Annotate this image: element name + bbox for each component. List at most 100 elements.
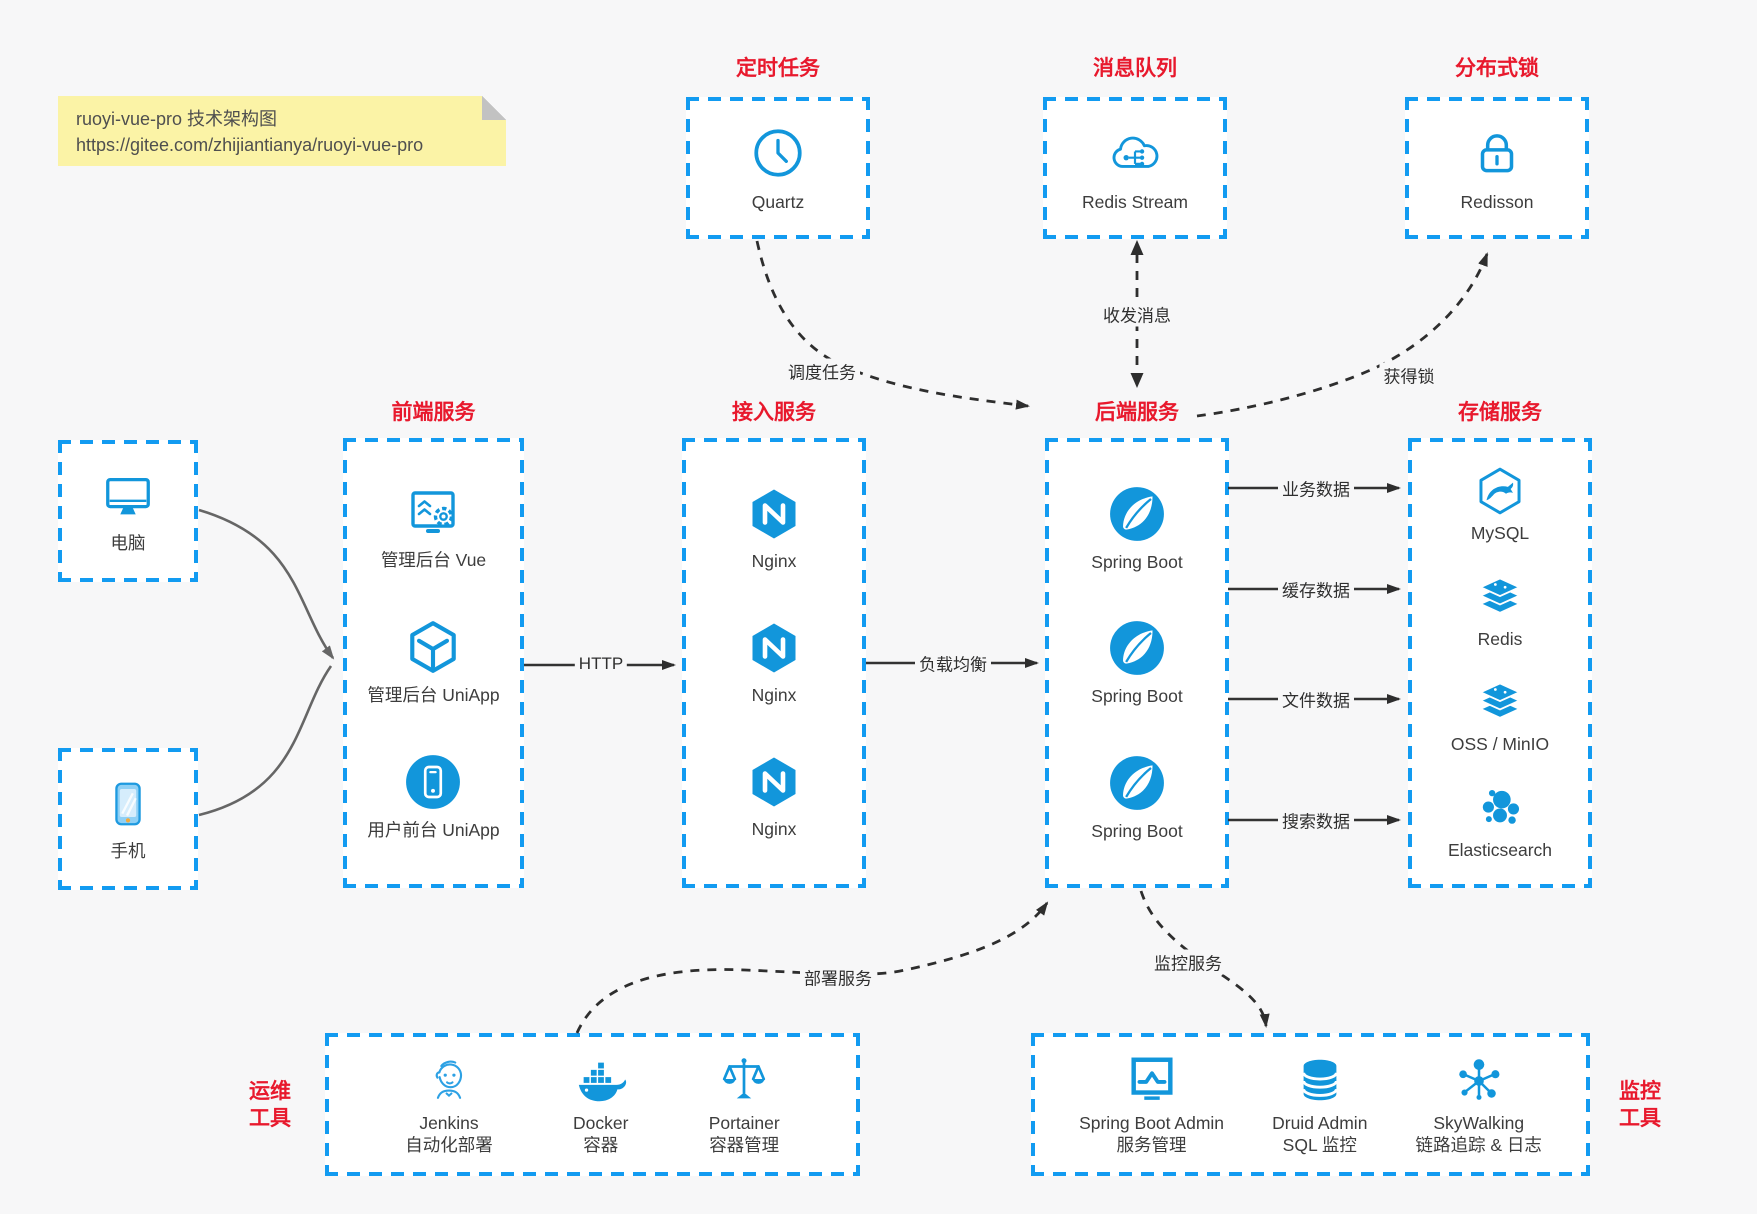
box-scheduled-task: Quartz <box>686 97 870 239</box>
mysql-icon <box>1479 467 1521 515</box>
box-frontend-services: 管理后台 Vue 管理后台 UniApp 用户前台 UniApp <box>343 438 524 888</box>
nginx-icon <box>752 489 796 539</box>
node-docker: Docker 容器 <box>573 1053 628 1156</box>
side-label-ops-tools: 运维 工具 <box>230 1078 310 1132</box>
elasticsearch-icon <box>1482 790 1520 824</box>
node-label-user-uniapp: 用户前台 UniApp <box>367 820 500 840</box>
message-arrowhead-up <box>1130 240 1144 255</box>
node-label-redisson: Redisson <box>1460 191 1534 212</box>
edge-label-cache-data: 缓存数据 <box>1278 576 1354 602</box>
node-portainer: Portainer 容器管理 <box>709 1053 780 1156</box>
group-title-gateway: 接入服务 <box>732 401 816 424</box>
redis-stream-icon <box>1112 136 1159 168</box>
edge-label-deploy-service: 部署服务 <box>800 964 876 990</box>
box-distributed-lock: Redisson <box>1405 97 1589 239</box>
node-label-portainer: Portainer <box>708 1113 780 1133</box>
box-ops-tools: Jenkins 自动化部署 Docker 容器 <box>325 1033 860 1176</box>
edge-label-acquire-lock: 获得锁 <box>1379 362 1439 388</box>
spring-boot-icon <box>1110 755 1164 810</box>
node-label-docker: Docker <box>573 1113 629 1133</box>
node-sub-portainer: 容器管理 <box>709 1135 780 1155</box>
box-backend-services: Spring Boot Spring Boot Spring Boot <box>1045 438 1229 888</box>
node-label-nginx-1: Nginx <box>751 551 797 571</box>
node-sub-docker: 容器 <box>583 1135 619 1155</box>
node-jenkins: Jenkins 自动化部署 <box>405 1053 493 1156</box>
spring-boot-icon <box>1110 486 1164 541</box>
node-label-mysql: MySQL <box>1470 522 1530 543</box>
node-admin-uniapp: 管理后台 UniApp <box>367 618 500 706</box>
node-redis: Redis <box>1474 571 1526 650</box>
node-nginx-3: Nginx <box>746 754 802 840</box>
node-label-pc: 电脑 <box>110 532 146 553</box>
node-label-jenkins: Jenkins <box>419 1113 479 1133</box>
side-label-ops-line1: 运维 <box>249 1080 291 1103</box>
node-springboot-3: Spring Boot <box>1091 754 1183 842</box>
node-label-elasticsearch: Elasticsearch <box>1447 840 1553 861</box>
box-storage-services: MySQL Redis OSS / Mi <box>1408 438 1592 888</box>
sticky-note: ruoyi-vue-pro 技术架构图 https://gitee.com/zh… <box>58 96 506 166</box>
node-label-nginx-3: Nginx <box>751 819 797 839</box>
node-mysql: MySQL <box>1471 465 1529 544</box>
node-label-phone: 手机 <box>110 840 146 861</box>
node-admin-vue: 管理后台 Vue <box>381 485 486 571</box>
portainer-icon <box>723 1058 766 1099</box>
node-oss-minio: OSS / MinIO <box>1451 676 1549 755</box>
storage-stack-icon <box>1479 682 1521 720</box>
group-title-storage: 存储服务 <box>1458 401 1542 424</box>
nginx-icon <box>752 623 796 673</box>
mobile-icon <box>115 782 141 825</box>
node-springboot-1: Spring Boot <box>1091 485 1183 573</box>
node-springboot-2: Spring Boot <box>1091 619 1183 707</box>
node-user-uniapp: 用户前台 UniApp <box>367 753 500 841</box>
node-label-redis: Redis <box>1477 628 1523 649</box>
nginx-icon <box>752 757 796 807</box>
node-label-springboot-1: Spring Boot <box>1091 551 1183 572</box>
group-title-message-queue: 消息队列 <box>1093 57 1177 80</box>
cube-icon <box>410 621 457 673</box>
spring-boot-icon <box>1110 621 1164 675</box>
group-title-scheduled-task: 定时任务 <box>736 57 820 80</box>
group-title-distributed-lock: 分布式锁 <box>1455 57 1539 80</box>
node-sub-jenkins: 自动化部署 <box>405 1135 493 1155</box>
node-elasticsearch: Elasticsearch <box>1448 782 1552 861</box>
desktop-icon <box>106 477 150 514</box>
node-sub-skywalking: 链路追踪 & 日志 <box>1415 1135 1542 1155</box>
side-label-monitor-tools: 监控 工具 <box>1600 1078 1680 1132</box>
edge-label-send-receive-message: 收发消息 <box>1099 301 1175 327</box>
node-sub-druid-admin: SQL 监控 <box>1282 1135 1357 1155</box>
admin-vue-icon <box>411 491 456 533</box>
edge-label-file-data: 文件数据 <box>1278 686 1354 712</box>
node-nginx-2: Nginx <box>746 620 802 706</box>
box-client-phone: 手机 <box>58 748 198 890</box>
note-title: ruoyi-vue-pro 技术架构图 <box>76 109 278 129</box>
box-gateway-services: Nginx Nginx Nginx <box>682 438 866 888</box>
node-druid-admin: Druid Admin SQL 监控 <box>1272 1053 1367 1156</box>
skywalking-icon <box>1458 1059 1500 1100</box>
redis-icon <box>1479 577 1521 614</box>
edge-label-search-data: 搜索数据 <box>1278 807 1354 833</box>
box-monitor-tools: Spring Boot Admin 服务管理 Druid Admin SQL 监… <box>1031 1033 1590 1176</box>
side-label-monitor-line2: 工具 <box>1619 1107 1661 1130</box>
edge-label-http: HTTP <box>574 654 628 674</box>
edge-phone-to-frontend <box>198 665 333 817</box>
app-circle-icon <box>406 755 461 809</box>
node-sub-spring-boot-admin: 服务管理 <box>1116 1135 1187 1155</box>
note-fold-corner <box>482 96 506 120</box>
message-arrowhead-down <box>1130 373 1144 388</box>
edge-label-schedule-task: 调度任务 <box>784 358 860 384</box>
side-label-monitor-line1: 监控 <box>1619 1080 1661 1103</box>
node-label-spring-boot-admin: Spring Boot Admin <box>1079 1113 1225 1133</box>
node-spring-boot-admin: Spring Boot Admin 服务管理 <box>1079 1053 1224 1156</box>
edge-label-load-balance: 负载均衡 <box>915 650 991 676</box>
spring-boot-admin-icon <box>1131 1057 1173 1100</box>
group-title-frontend: 前端服务 <box>391 401 476 424</box>
node-label-nginx-2: Nginx <box>751 685 797 705</box>
node-skywalking: SkyWalking 链路追踪 & 日志 <box>1416 1053 1542 1156</box>
node-label-admin-vue: 管理后台 Vue <box>380 550 487 570</box>
node-label-oss-minio: OSS / MinIO <box>1450 734 1550 755</box>
note-url: https://gitee.com/zhijiantianya/ruoyi-vu… <box>76 135 424 155</box>
edge-acquire-lock <box>1196 252 1489 418</box>
box-client-pc: 电脑 <box>58 440 198 582</box>
box-message-queue: Redis Stream <box>1043 97 1227 239</box>
